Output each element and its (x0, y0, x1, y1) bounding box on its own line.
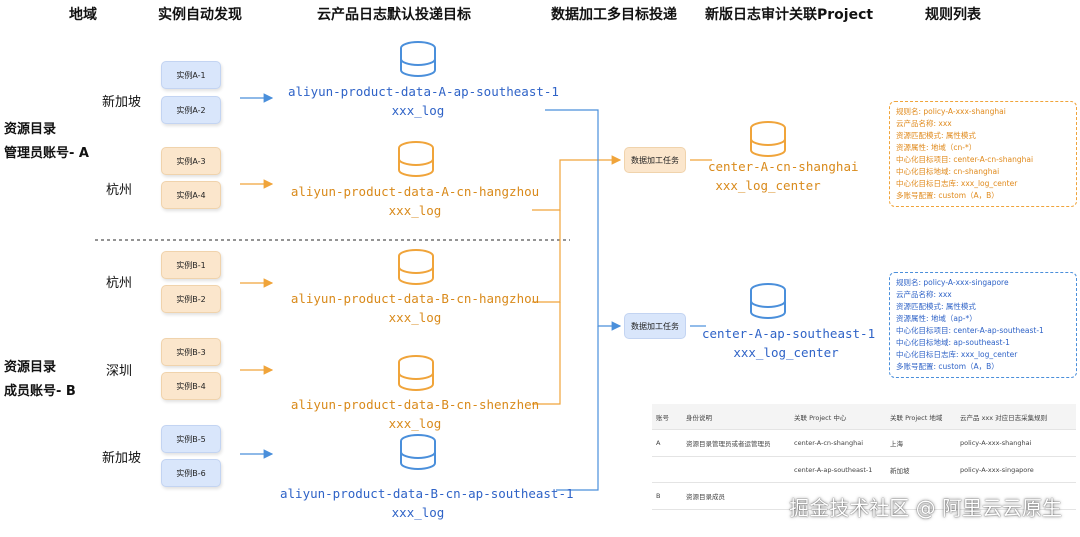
instance-b1: 实例B-1 (161, 251, 221, 279)
etl-task-shanghai: 数据加工任务 (624, 147, 686, 173)
header-audit-project: 新版日志审计关联Project (705, 7, 874, 23)
instance-b4: 实例B-4 (161, 372, 221, 400)
region-label: 杭州 (106, 183, 133, 198)
instance-b2: 实例B-2 (161, 285, 221, 313)
rule-box-shanghai: 规则名: policy-A-xxx-shanghai 云产品名称: xxx 资源… (889, 101, 1077, 207)
watermark: 掘金技术社区 @ 阿里云云原生 (789, 496, 1062, 520)
header-discovery: 实例自动发现 (158, 7, 242, 23)
table-row: center-A-ap-southeast-1 新加坡 policy-A-xxx… (652, 456, 1076, 484)
instance-b3: 实例B-3 (161, 338, 221, 366)
header-region: 地域 (69, 7, 97, 23)
instance-b5: 实例B-5 (161, 425, 221, 453)
header-default-target: 云产品日志默认投递目标 (317, 7, 471, 23)
region-label: 新加坡 (102, 451, 142, 466)
account-a-label: 资源目录 管理员账号- A (4, 122, 89, 161)
table-row: B 资源目录成员 (652, 482, 1076, 510)
rule-box-singapore: 规则名: policy-A-xxx-singapore 云产品名称: xxx 资… (889, 272, 1077, 378)
bus-blue (545, 109, 622, 331)
instance-a2: 实例A-2 (161, 96, 221, 124)
header-rule-list: 规则列表 (925, 7, 981, 23)
instance-a3: 实例A-3 (161, 147, 221, 175)
etl-task-singapore: 数据加工任务 (624, 313, 686, 339)
db-icon (398, 141, 434, 177)
association-table: 账号 身份说明 关联 Project 中心 关联 Project 地域 云产品 … (652, 404, 1076, 510)
bus-orange (532, 155, 622, 211)
instance-a4: 实例A-4 (161, 181, 221, 209)
instance-b6: 实例B-6 (161, 459, 221, 487)
region-label: 深圳 (106, 364, 133, 379)
db-icon (398, 355, 434, 391)
table-header-row: 账号 身份说明 关联 Project 中心 关联 Project 地域 云产品 … (652, 404, 1076, 431)
db-icon (400, 434, 436, 470)
db-icon (400, 41, 436, 77)
db-icon (750, 283, 786, 319)
table-row: A 资源目录管理员或者运管理员 center-A-cn-shanghai 上海 … (652, 429, 1076, 457)
region-label: 杭州 (106, 276, 133, 291)
db-icon (750, 121, 786, 157)
db-icon (398, 249, 434, 285)
header-multi-target: 数据加工多目标投递 (551, 7, 677, 23)
region-label: 新加坡 (102, 95, 142, 110)
account-b-label: 资源目录 成员账号- B (4, 360, 76, 399)
instance-a1: 实例A-1 (161, 61, 221, 89)
